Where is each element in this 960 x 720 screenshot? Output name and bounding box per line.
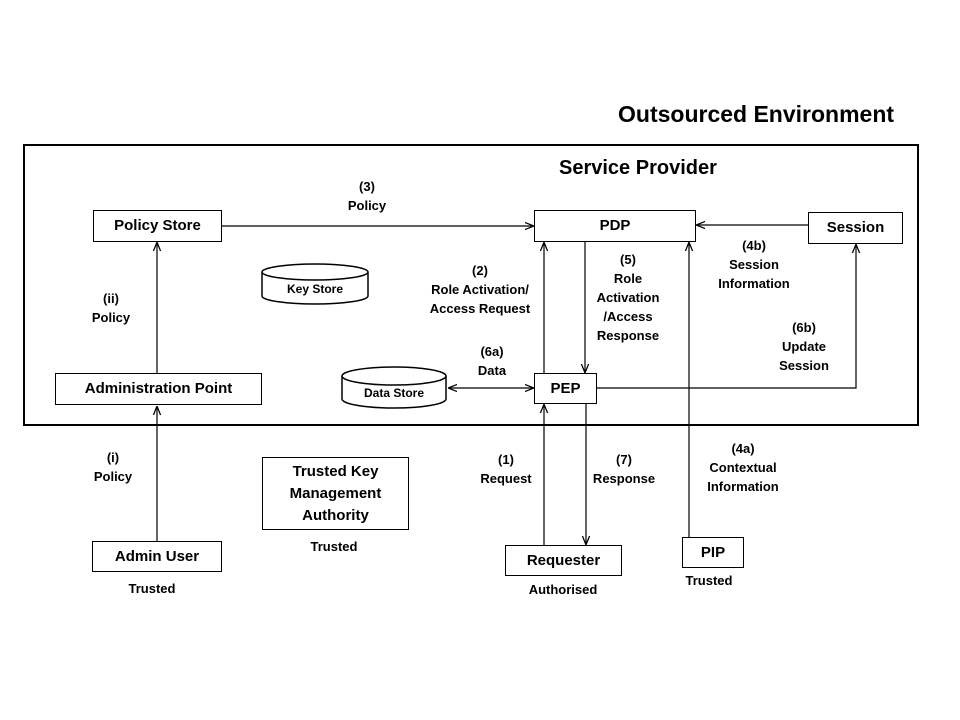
trusted-key-management-authority-node: Trusted Key Management Authority: [262, 457, 409, 530]
data-store-cylinder: Data Store: [341, 366, 447, 409]
admin-user-tag: Trusted: [128, 581, 176, 596]
edge-label-1: (1)Request: [480, 452, 532, 486]
key-store-label: Key Store: [287, 282, 343, 296]
admin-user-node: Admin User: [92, 541, 222, 572]
session-node: Session: [808, 212, 903, 244]
edge-label-ii: (ii)Policy: [91, 291, 131, 325]
pip-node: PIP: [682, 537, 744, 568]
edge-label-3: (3)Policy: [347, 179, 387, 213]
tkma-tag: Trusted: [310, 539, 358, 554]
pep-node: PEP: [534, 373, 597, 404]
edge-label-i: (i)Policy: [93, 450, 133, 484]
service-provider-title: Service Provider: [559, 157, 717, 179]
edge-label-7: (7)Response: [592, 452, 656, 486]
pip-tag: Trusted: [685, 573, 733, 588]
edge-label-2: (2)Role Activation/Access Request: [429, 263, 531, 316]
policy-store-node: Policy Store: [93, 210, 222, 242]
edge-label-6a: (6a)Data: [477, 344, 507, 378]
key-store-cylinder: Key Store: [261, 263, 369, 305]
requester-tag: Authorised: [528, 582, 598, 597]
requester-node: Requester: [505, 545, 622, 576]
service-provider-frame: [23, 144, 919, 426]
edge-pep-to-session: [597, 245, 856, 389]
outsourced-environment-title: Outsourced Environment: [618, 101, 895, 127]
data-store-label: Data Store: [364, 386, 424, 400]
pdp-node: PDP: [534, 210, 696, 242]
administration-point-node: Administration Point: [55, 373, 262, 405]
